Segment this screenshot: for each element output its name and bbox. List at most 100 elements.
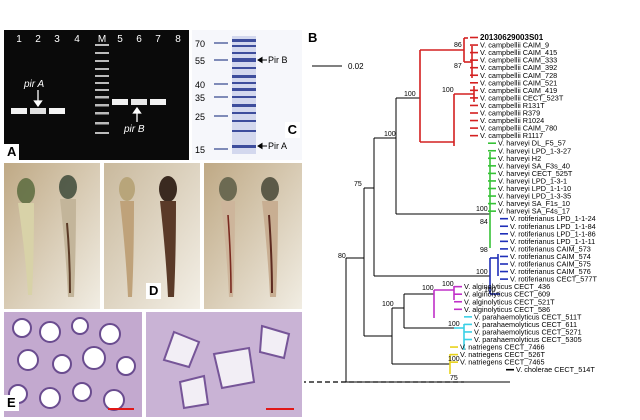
taxon-label: V. campbellii R1024 [480,116,544,125]
bootstrap-value: 100 [448,356,460,363]
taxon-label: V. harveyi CECT_525T [498,169,573,178]
panel-label-c: C [284,122,300,138]
pir-b-label: pir B [123,124,145,135]
taxon-label: V. campbellii CECT_523T [480,93,564,102]
taxon-label: V. campbellii CAIM_333 [480,56,557,65]
page-marker-bands [214,42,228,150]
taxon-label: V. parahaemolyticus CECT_5305 [474,335,582,344]
pir-b-protein-label: Pir B [268,55,288,65]
pir-a-protein-label: Pir A [268,141,287,151]
taxon-label: V. campbellii R131T [480,101,545,110]
tree-branches [345,97,510,383]
taxon-label: V. harveyi DL_F5_57 [498,139,566,148]
gel-band-lane-5 [112,99,128,105]
bootstrap-value: 100 [442,87,454,94]
clade-rotiferianus-branches [489,254,500,295]
taxon-label: V. campbellii CAIM_521 [480,78,557,87]
clade-parahaemolyticus-branches [454,324,465,350]
taxon-label: V. harveyi SA_F1s_10 [498,199,570,208]
bootstrap-value: 86 [454,42,462,49]
taxon-label: V. rotiferianus CAIM_573 [510,244,591,253]
bootstrap-value: 80 [338,253,346,260]
bootstrap-value: 75 [354,181,362,188]
bootstrap-value: 100 [384,131,396,138]
shrimp-photos-svg [4,163,302,309]
lane-label: 3 [54,34,60,45]
taxon-label: V. alginolyticus CECT_586 [464,305,550,314]
arrow-icon [132,106,142,122]
taxon-label: V. alginolyticus CECT_521T [464,297,555,306]
bootstrap-value: 100 [476,206,488,213]
taxon-label: V. rotiferianus CAIM_576 [510,267,591,276]
gel-band-lane-7 [150,99,166,105]
lane-label: 2 [35,34,41,45]
gel-band-lane-3 [49,108,65,114]
page-sample-bands [232,39,256,148]
taxon-label: V. rotiferianus LPD_1-1-86 [510,229,596,238]
shrimp-figure [119,176,177,297]
mw-marker: 35 [195,93,205,103]
taxon-label: V. harveyi SA_F4s_17 [498,207,570,216]
histology-svg [4,312,302,417]
lane-label: 1 [16,34,22,45]
lane-label: 7 [155,34,161,45]
taxon-label: 20130629003S01 [480,33,544,42]
bootstrap-value: 100 [484,287,496,294]
panel-e-histology: E [4,312,302,417]
panel-label-a: A [4,144,20,160]
taxon-label: V. rotiferianus CAIM_575 [510,260,591,269]
panel-label-d: D [146,283,162,299]
bootstrap-value: 100 [476,269,488,276]
pir-a-label: pir A [23,79,45,90]
mw-marker: 15 [195,145,205,155]
taxon-label: V. rotiferianus LPD_1-1-11 [510,237,595,246]
bootstrap-value: 87 [454,63,462,70]
clade-alginolyticus-branches [433,286,455,318]
panel-label-e: E [4,395,19,411]
panel-label-b: B [308,30,317,45]
mw-marker: 55 [195,56,205,66]
taxon-label: V. campbellii R379 [480,109,540,118]
taxon-label: V. parahaemolyticus CECT_5271 [474,327,582,336]
arrow-icon [257,142,267,150]
bootstrap-value: 84 [480,219,488,226]
lane-label: 8 [175,34,181,45]
taxon-label: V. harveyi LPD_1-3-35 [498,192,571,201]
bootstrap-value: 100 [382,301,394,308]
taxon-label: V. alginolyticus CECT_609 [464,290,550,299]
gel-a-svg: 1 2 3 4 M 5 6 7 8 pir A pir B [11,34,181,135]
mw-marker: 25 [195,112,205,122]
bootstrap-value: 100 [442,281,454,288]
shrimp-photo-3 [204,163,302,309]
taxon-label: V. harveyi H2 [498,154,541,163]
taxon-label: V. campbellii CAIM_419 [480,86,557,95]
taxon-label: V. harveyi LPD_1-1-10 [498,184,571,193]
arrow-icon [33,90,43,108]
histology-texture [162,324,291,410]
panel-b-tree: B 0.02 [304,28,640,420]
taxon-label: V. cholerae CECT_514T [516,365,595,374]
bootstrap-value: 100 [422,285,434,292]
gel-band-lane-2 [30,108,46,114]
arrow-icon [257,56,267,64]
lane-label: 5 [117,34,123,45]
lane-label: 4 [74,34,80,45]
gel-band-lane-1 [11,108,27,114]
bootstrap-value: 75 [450,375,458,382]
taxon-label: V. natriegens CECT_526T [460,350,545,359]
taxon-label: V. harveyi SA_F3s_40 [498,161,570,170]
panel-a-gel: 1 2 3 4 M 5 6 7 8 pir A pir B A [4,30,189,160]
taxon-label: V. parahaemolyticus CECT_511T [474,312,582,321]
taxon-label: V. harveyi LPD_1-3-1 [498,176,567,185]
mw-marker: 40 [195,80,205,90]
taxon-label: V. natriegens CECT_7466 [460,343,545,352]
taxon-label: V. rotiferianus LPD_1-1-84 [510,222,596,231]
taxon-label: V. rotiferianus CAIM_574 [510,252,591,261]
dashed-connector [304,381,464,383]
gel-band-lane-6 [131,99,147,105]
page-c-svg: 70 55 40 35 25 15 Pir B Pir A [195,36,288,155]
bootstrap-value: 98 [480,247,488,254]
lane-label: 6 [136,34,142,45]
panel-d-photos: D [4,163,302,309]
taxon-label: V. campbellii R1117 [480,131,543,140]
